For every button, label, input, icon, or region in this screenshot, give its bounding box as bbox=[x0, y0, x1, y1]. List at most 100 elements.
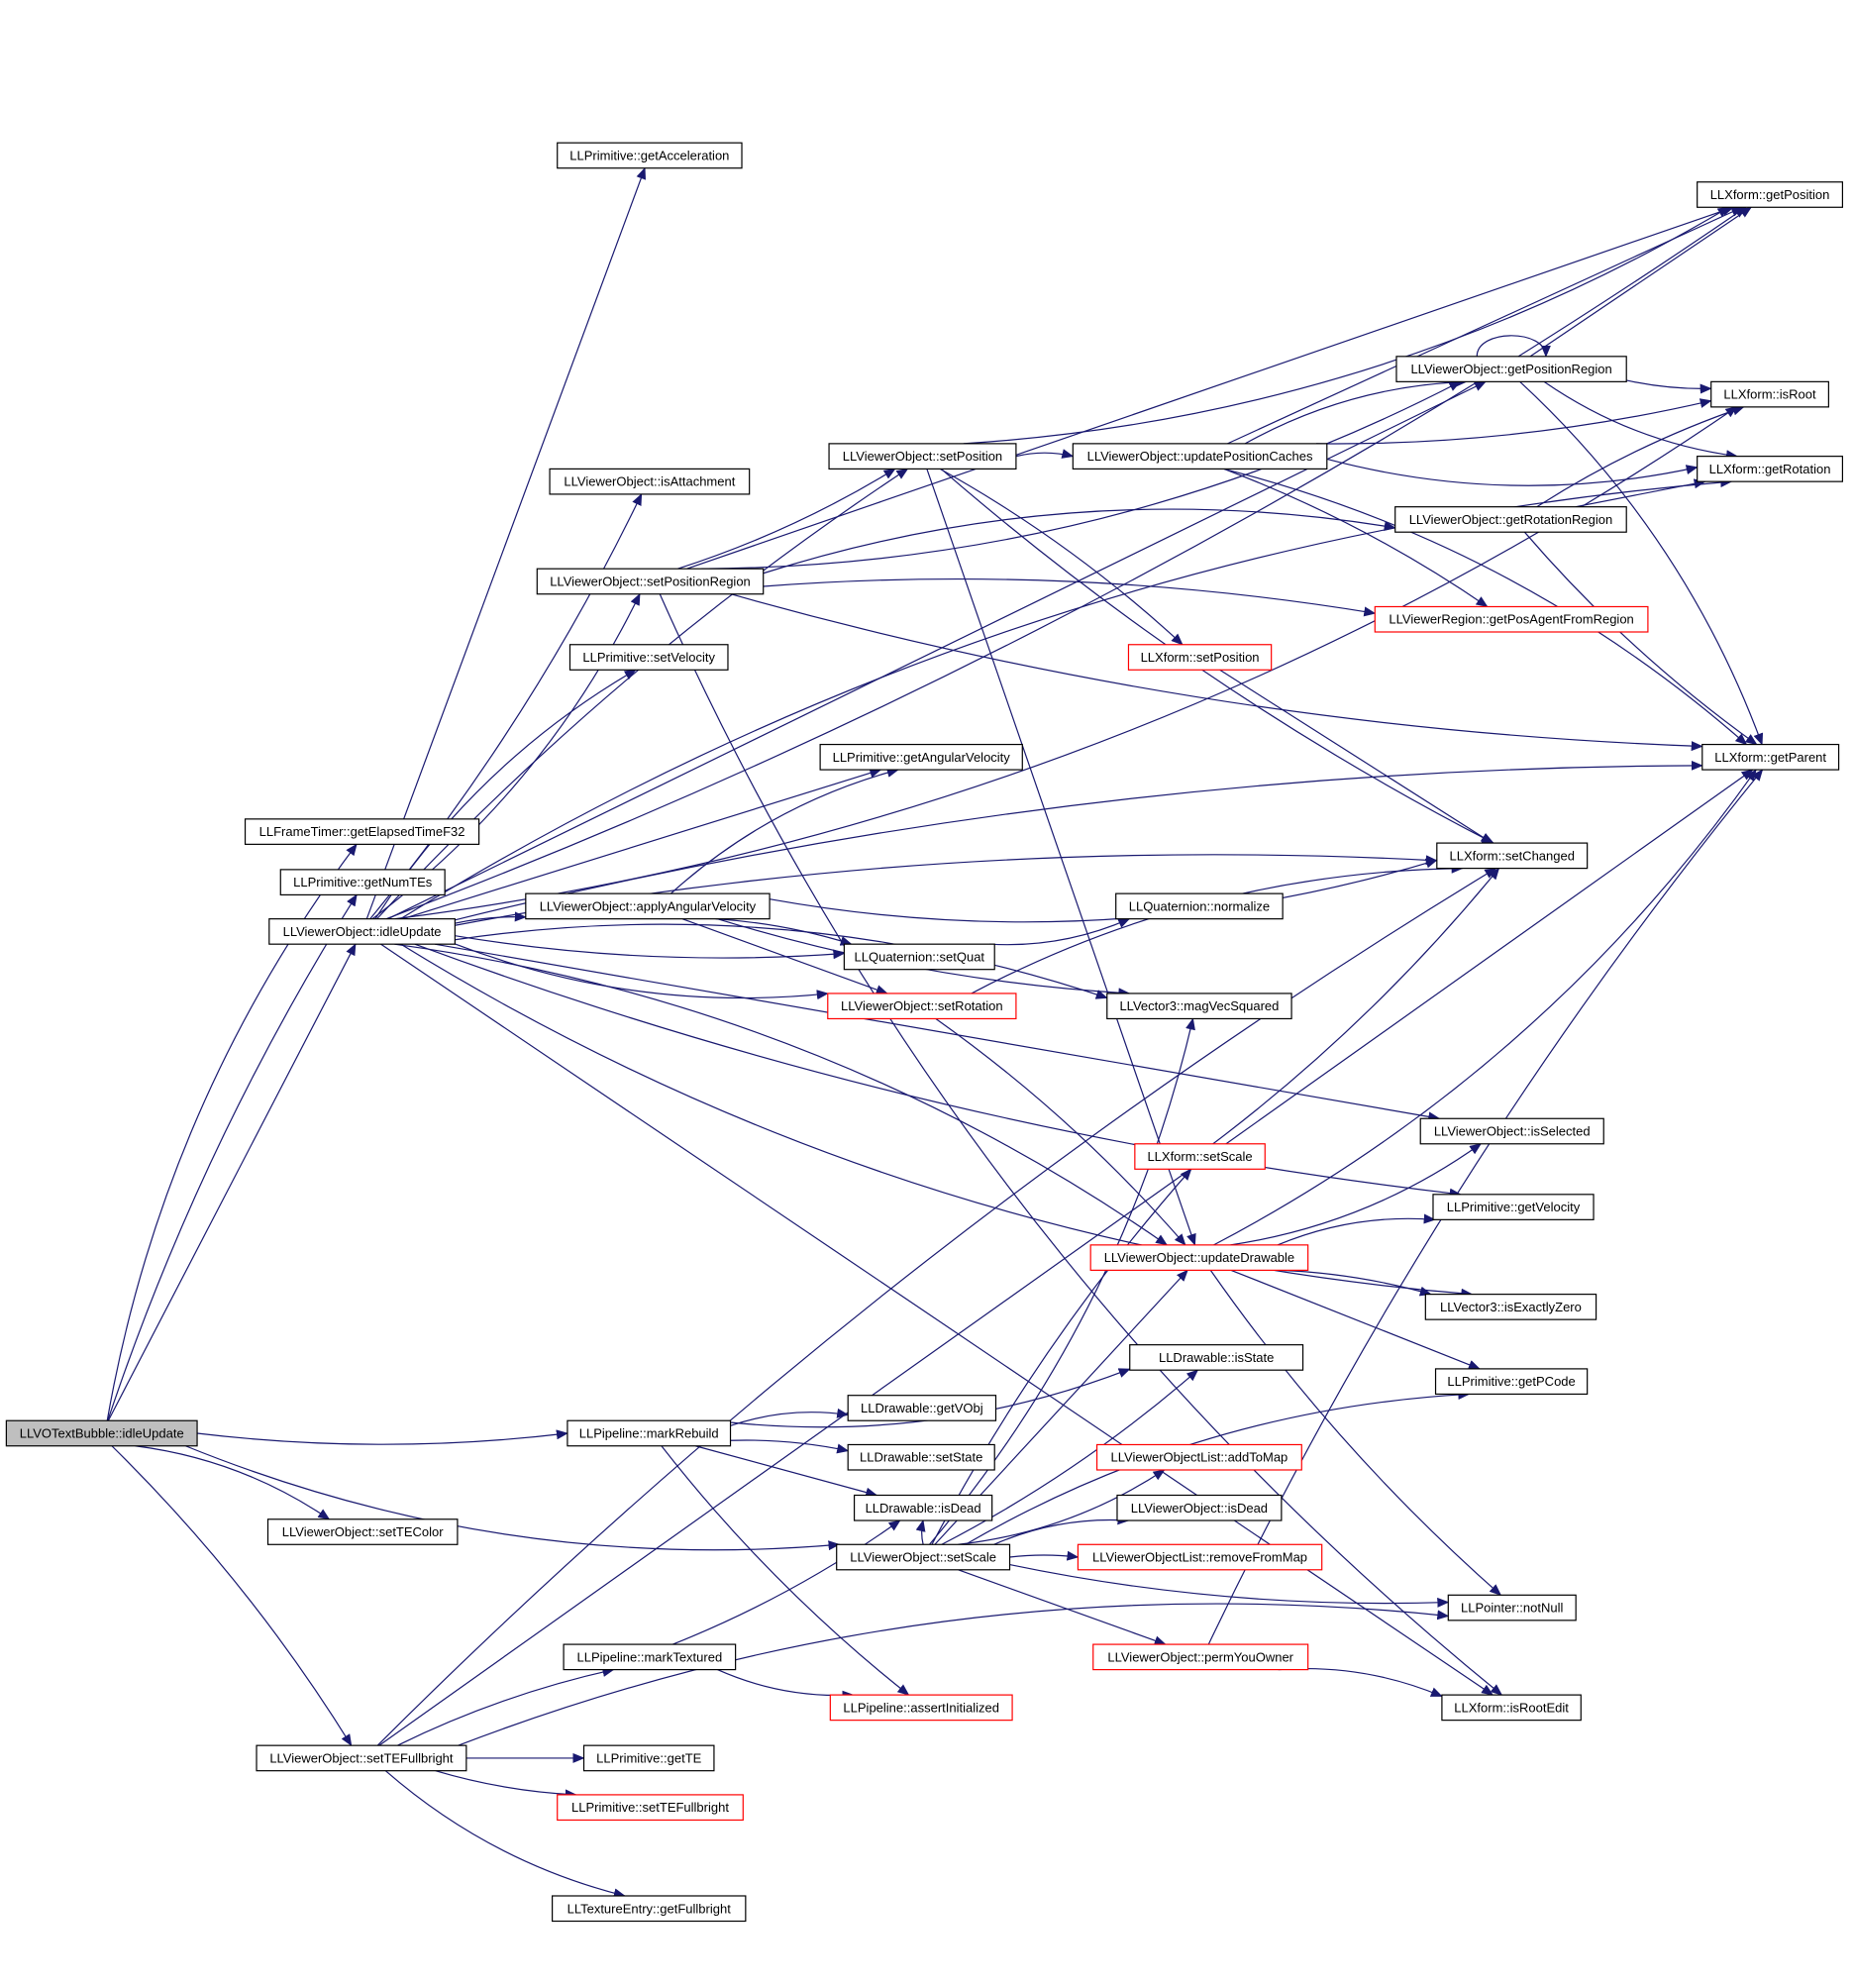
node-box[interactable] bbox=[1072, 443, 1328, 470]
node-n0[interactable]: LLVOTextBubble::idleUpdate bbox=[5, 1419, 198, 1447]
node-n26[interactable]: LLXform::setPosition bbox=[1127, 644, 1273, 671]
node-n22[interactable]: LLDrawable::setState bbox=[847, 1443, 995, 1471]
node-n3[interactable]: LLViewerObject::idleUpdate bbox=[268, 918, 456, 945]
node-box[interactable] bbox=[1419, 1117, 1604, 1145]
node-box[interactable] bbox=[828, 443, 1017, 470]
node-n6[interactable]: LLViewerObject::setTEColor bbox=[266, 1518, 459, 1545]
node-n41[interactable]: LLPrimitive::getVelocity bbox=[1432, 1194, 1595, 1220]
node-n14[interactable]: LLPrimitive::getTE bbox=[582, 1744, 715, 1772]
node-n25[interactable]: LLViewerObject::updatePositionCaches bbox=[1072, 443, 1328, 470]
node-n8[interactable]: LLPrimitive::getAcceleration bbox=[557, 142, 743, 169]
node-n13[interactable]: LLPipeline::markTextured bbox=[563, 1643, 737, 1671]
node-box[interactable] bbox=[1697, 181, 1844, 208]
node-box[interactable] bbox=[557, 1794, 744, 1822]
node-box[interactable] bbox=[1434, 1368, 1589, 1396]
node-n34[interactable]: LLViewerObjectList::removeFromMap bbox=[1077, 1543, 1323, 1571]
node-n32[interactable]: LLViewerObjectList::addToMap bbox=[1095, 1443, 1302, 1471]
node-n9[interactable]: LLViewerObject::isAttachment bbox=[549, 468, 751, 495]
node-box[interactable] bbox=[1436, 842, 1589, 870]
node-n4[interactable]: LLPipeline::markRebuild bbox=[566, 1419, 732, 1447]
node-n43[interactable]: LLPrimitive::getPCode bbox=[1434, 1368, 1589, 1396]
node-n38[interactable]: LLViewerRegion::getPosAgentFromRegion bbox=[1374, 605, 1649, 633]
node-box[interactable] bbox=[568, 644, 729, 671]
node-box[interactable] bbox=[549, 468, 751, 495]
node-n20[interactable]: LLViewerObject::setRotation bbox=[827, 993, 1017, 1020]
node-box[interactable] bbox=[1134, 1143, 1266, 1170]
node-box[interactable] bbox=[557, 142, 743, 169]
node-n21[interactable]: LLDrawable::getVObj bbox=[847, 1395, 997, 1421]
node-n18[interactable]: LLPrimitive::getAngularVelocity bbox=[819, 743, 1023, 771]
node-box[interactable] bbox=[256, 1744, 467, 1772]
node-n33[interactable]: LLViewerObject::isDead bbox=[1116, 1494, 1283, 1521]
node-box[interactable] bbox=[1441, 1694, 1582, 1722]
node-n36[interactable]: LLViewerObject::getPositionRegion bbox=[1395, 356, 1627, 382]
node-box[interactable] bbox=[1374, 605, 1649, 633]
node-box[interactable] bbox=[563, 1643, 737, 1671]
node-box[interactable] bbox=[819, 743, 1023, 771]
node-box[interactable] bbox=[552, 1895, 747, 1923]
node-n40[interactable]: LLViewerObject::isSelected bbox=[1419, 1117, 1604, 1145]
node-box[interactable] bbox=[1447, 1594, 1577, 1622]
node-box[interactable] bbox=[1106, 993, 1292, 1020]
node-box[interactable] bbox=[1092, 1643, 1309, 1671]
node-n5[interactable]: LLViewerObject::setScale bbox=[836, 1543, 1011, 1571]
node-n1[interactable]: LLFrameTimer::getElapsedTimeF32 bbox=[244, 818, 480, 845]
node-n12[interactable]: LLViewerObject::applyAngularVelocity bbox=[525, 892, 771, 920]
node-box[interactable] bbox=[1095, 1443, 1302, 1471]
node-box[interactable] bbox=[279, 869, 446, 896]
node-n30[interactable]: LLViewerObject::updateDrawable bbox=[1089, 1244, 1309, 1271]
node-box[interactable] bbox=[244, 818, 480, 845]
node-box[interactable] bbox=[847, 1395, 997, 1421]
node-n31[interactable]: LLDrawable::isState bbox=[1129, 1344, 1304, 1371]
node-n49[interactable]: LLXform::getParent bbox=[1701, 743, 1840, 771]
node-n45[interactable]: LLXform::isRootEdit bbox=[1441, 1694, 1582, 1722]
node-box[interactable] bbox=[836, 1543, 1011, 1571]
node-box[interactable] bbox=[1395, 356, 1627, 382]
node-box[interactable] bbox=[582, 1744, 715, 1772]
node-box[interactable] bbox=[843, 943, 995, 971]
node-n17[interactable]: LLViewerObject::setPosition bbox=[828, 443, 1017, 470]
node-box[interactable] bbox=[525, 892, 771, 920]
node-n39[interactable]: LLXform::setChanged bbox=[1436, 842, 1589, 870]
node-n27[interactable]: LLQuaternion::normalize bbox=[1115, 892, 1284, 920]
node-n23[interactable]: LLDrawable::isDead bbox=[853, 1494, 993, 1521]
node-n19[interactable]: LLQuaternion::setQuat bbox=[843, 943, 995, 971]
node-box[interactable] bbox=[1701, 743, 1840, 771]
node-n47[interactable]: LLXform::isRoot bbox=[1710, 380, 1829, 408]
node-box[interactable] bbox=[1697, 456, 1844, 482]
node-n37[interactable]: LLViewerObject::getRotationRegion bbox=[1394, 506, 1627, 533]
node-n2[interactable]: LLPrimitive::getNumTEs bbox=[279, 869, 446, 896]
node-n28[interactable]: LLVector3::magVecSquared bbox=[1106, 993, 1292, 1020]
node-box[interactable] bbox=[5, 1419, 198, 1447]
node-n46[interactable]: LLXform::getPosition bbox=[1697, 181, 1844, 208]
node-n16[interactable]: LLTextureEntry::getFullbright bbox=[552, 1895, 747, 1923]
node-n10[interactable]: LLViewerObject::setPositionRegion bbox=[536, 568, 765, 595]
node-box[interactable] bbox=[827, 993, 1017, 1020]
node-box[interactable] bbox=[1710, 380, 1829, 408]
node-box[interactable] bbox=[1089, 1244, 1309, 1271]
node-box[interactable] bbox=[1115, 892, 1284, 920]
node-n7[interactable]: LLViewerObject::setTEFullbright bbox=[256, 1744, 467, 1772]
node-n44[interactable]: LLPointer::notNull bbox=[1447, 1594, 1577, 1622]
node-n15[interactable]: LLPrimitive::setTEFullbright bbox=[557, 1794, 744, 1822]
node-box[interactable] bbox=[1116, 1494, 1283, 1521]
node-box[interactable] bbox=[1432, 1194, 1595, 1220]
node-n29[interactable]: LLXform::setScale bbox=[1134, 1143, 1266, 1170]
node-n11[interactable]: LLPrimitive::setVelocity bbox=[568, 644, 729, 671]
node-box[interactable] bbox=[1129, 1344, 1304, 1371]
node-box[interactable] bbox=[268, 918, 456, 945]
node-box[interactable] bbox=[853, 1494, 993, 1521]
node-box[interactable] bbox=[1077, 1543, 1323, 1571]
node-box[interactable] bbox=[536, 568, 765, 595]
node-box[interactable] bbox=[566, 1419, 732, 1447]
node-box[interactable] bbox=[1127, 644, 1273, 671]
node-box[interactable] bbox=[1424, 1294, 1597, 1320]
node-n48[interactable]: LLXform::getRotation bbox=[1697, 456, 1844, 482]
node-n24[interactable]: LLPipeline::assertInitialized bbox=[829, 1694, 1013, 1722]
node-n42[interactable]: LLVector3::isExactlyZero bbox=[1424, 1294, 1597, 1320]
node-box[interactable] bbox=[829, 1694, 1013, 1722]
node-box[interactable] bbox=[266, 1518, 459, 1545]
node-box[interactable] bbox=[1394, 506, 1627, 533]
node-n35[interactable]: LLViewerObject::permYouOwner bbox=[1092, 1643, 1309, 1671]
node-box[interactable] bbox=[847, 1443, 995, 1471]
